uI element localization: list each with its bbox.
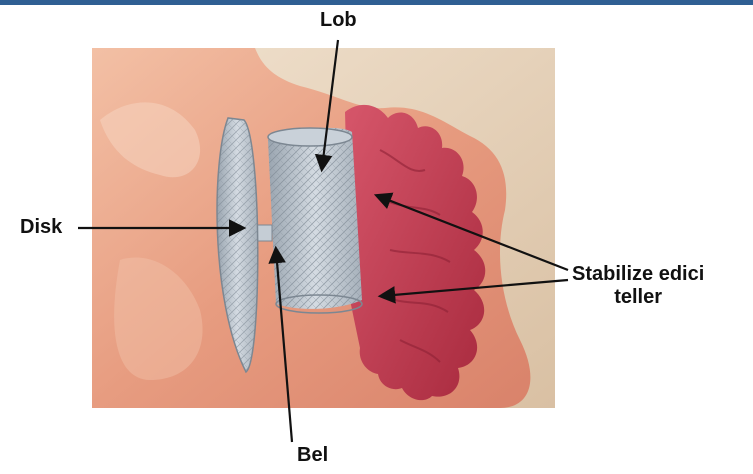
label-stabilizer-line1: Stabilize edici [572,263,704,286]
label-disk: Disk [20,216,62,239]
label-stabilizer-line2: teller [572,286,704,309]
label-lob: Lob [320,9,357,32]
lobe-mesh [268,128,362,309]
lobe-top-rim [268,128,352,146]
label-stabilizer-wires: Stabilize edici teller [572,263,704,309]
label-bel: Bel [297,444,328,467]
